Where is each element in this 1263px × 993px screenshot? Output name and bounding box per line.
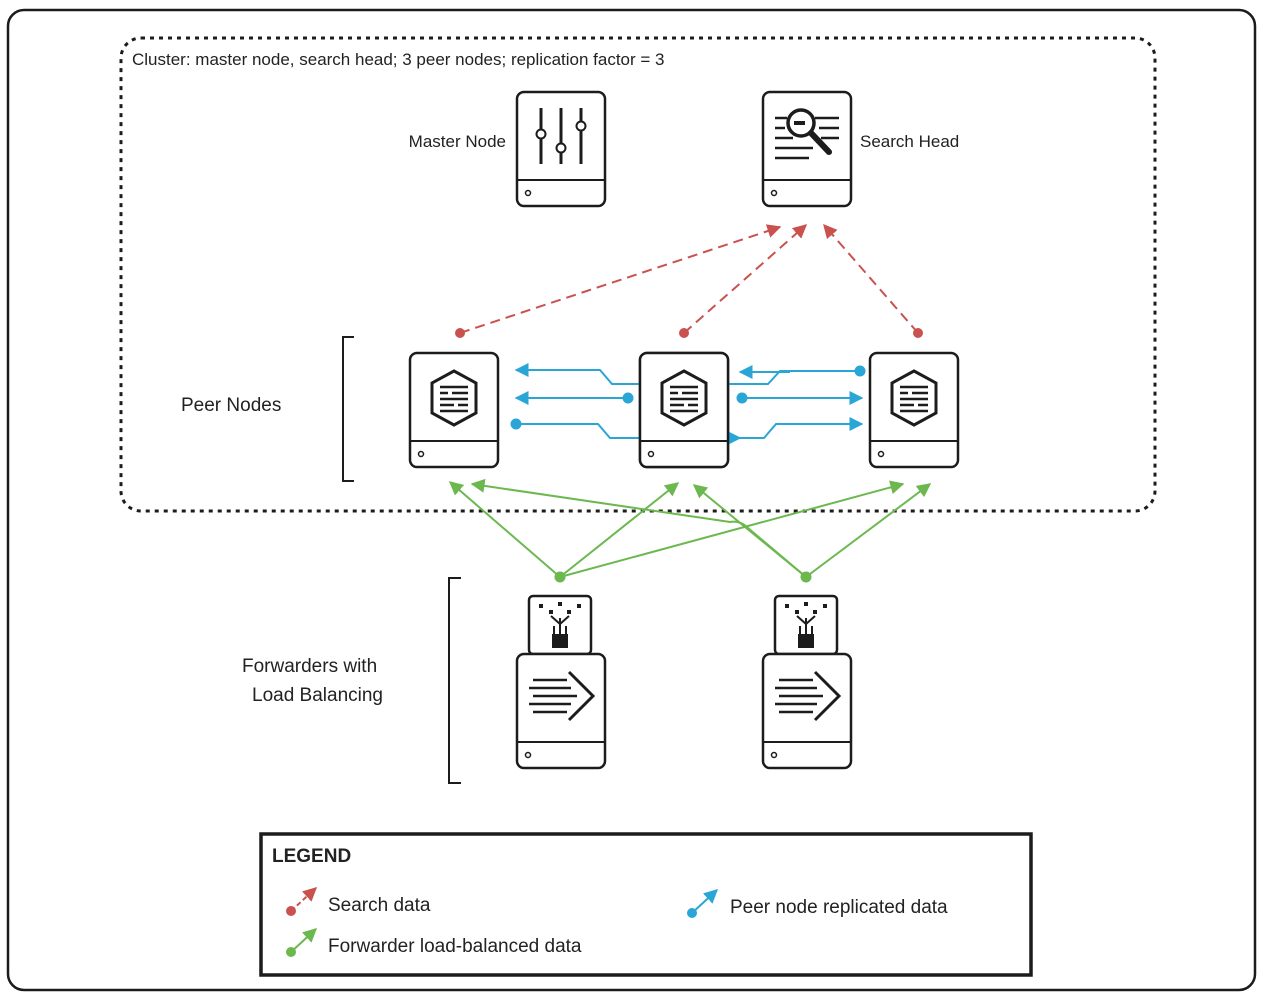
search-data-arrows <box>455 223 923 338</box>
search-arrow-2-origin <box>679 328 689 338</box>
master-node-label: Master Node <box>409 132 506 151</box>
replication-origins <box>510 365 866 430</box>
peer-nodes-label: Peer Nodes <box>181 395 281 416</box>
search-arrow-1 <box>459 224 782 334</box>
forwarders-label-line1: Forwarders with <box>242 656 377 677</box>
search-arrow-3-origin <box>913 328 923 338</box>
peer-node-3[interactable] <box>870 353 958 467</box>
index-server-icon <box>410 353 498 467</box>
cluster-caption: Cluster: master node, search head; 3 pee… <box>132 50 665 69</box>
search-arrow-1-origin <box>455 328 465 338</box>
forwarder-arrows <box>448 478 932 578</box>
outer-frame <box>6 8 1257 992</box>
forwarder-2[interactable] <box>763 596 851 768</box>
forwarder-server-icon <box>517 596 605 768</box>
forwarder-1[interactable] <box>517 596 605 768</box>
peer-nodes-bracket <box>342 336 354 482</box>
legend-search-swatch <box>286 887 318 916</box>
legend-box <box>259 832 1033 977</box>
sliders-server-icon <box>517 92 605 206</box>
search-arrow-3 <box>823 223 919 334</box>
replication-arrow-1-to-3-right <box>740 417 864 439</box>
legend-title: LEGEND <box>272 846 351 867</box>
magnifier-server-icon <box>763 92 851 206</box>
legend-replication-label: Peer node replicated data <box>730 897 948 918</box>
forwarder-server-icon <box>763 596 851 768</box>
cluster-boundary <box>119 36 1157 513</box>
peer-node-1[interactable] <box>410 353 498 467</box>
search-arrow-2 <box>683 224 808 334</box>
index-server-icon <box>870 353 958 467</box>
search-head[interactable] <box>763 92 851 206</box>
legend-search-label: Search data <box>328 895 431 916</box>
legend-forwarder-swatch <box>286 928 318 957</box>
forwarder-arrow-origins <box>554 571 812 583</box>
replication-arrow-3-to-2 <box>740 370 860 385</box>
legend-replication-swatch <box>687 889 719 918</box>
master-node[interactable] <box>517 92 605 206</box>
legend-forwarder-label: Forwarder load-balanced data <box>328 936 582 957</box>
search-head-label: Search Head <box>860 132 959 151</box>
forwarders-bracket <box>448 577 461 784</box>
legend: LEGEND Search data Forwarder load-balanc… <box>259 832 1033 977</box>
peer-node-2-overlay <box>640 353 728 467</box>
forwarders-label-line2: Load Balancing <box>252 685 383 706</box>
